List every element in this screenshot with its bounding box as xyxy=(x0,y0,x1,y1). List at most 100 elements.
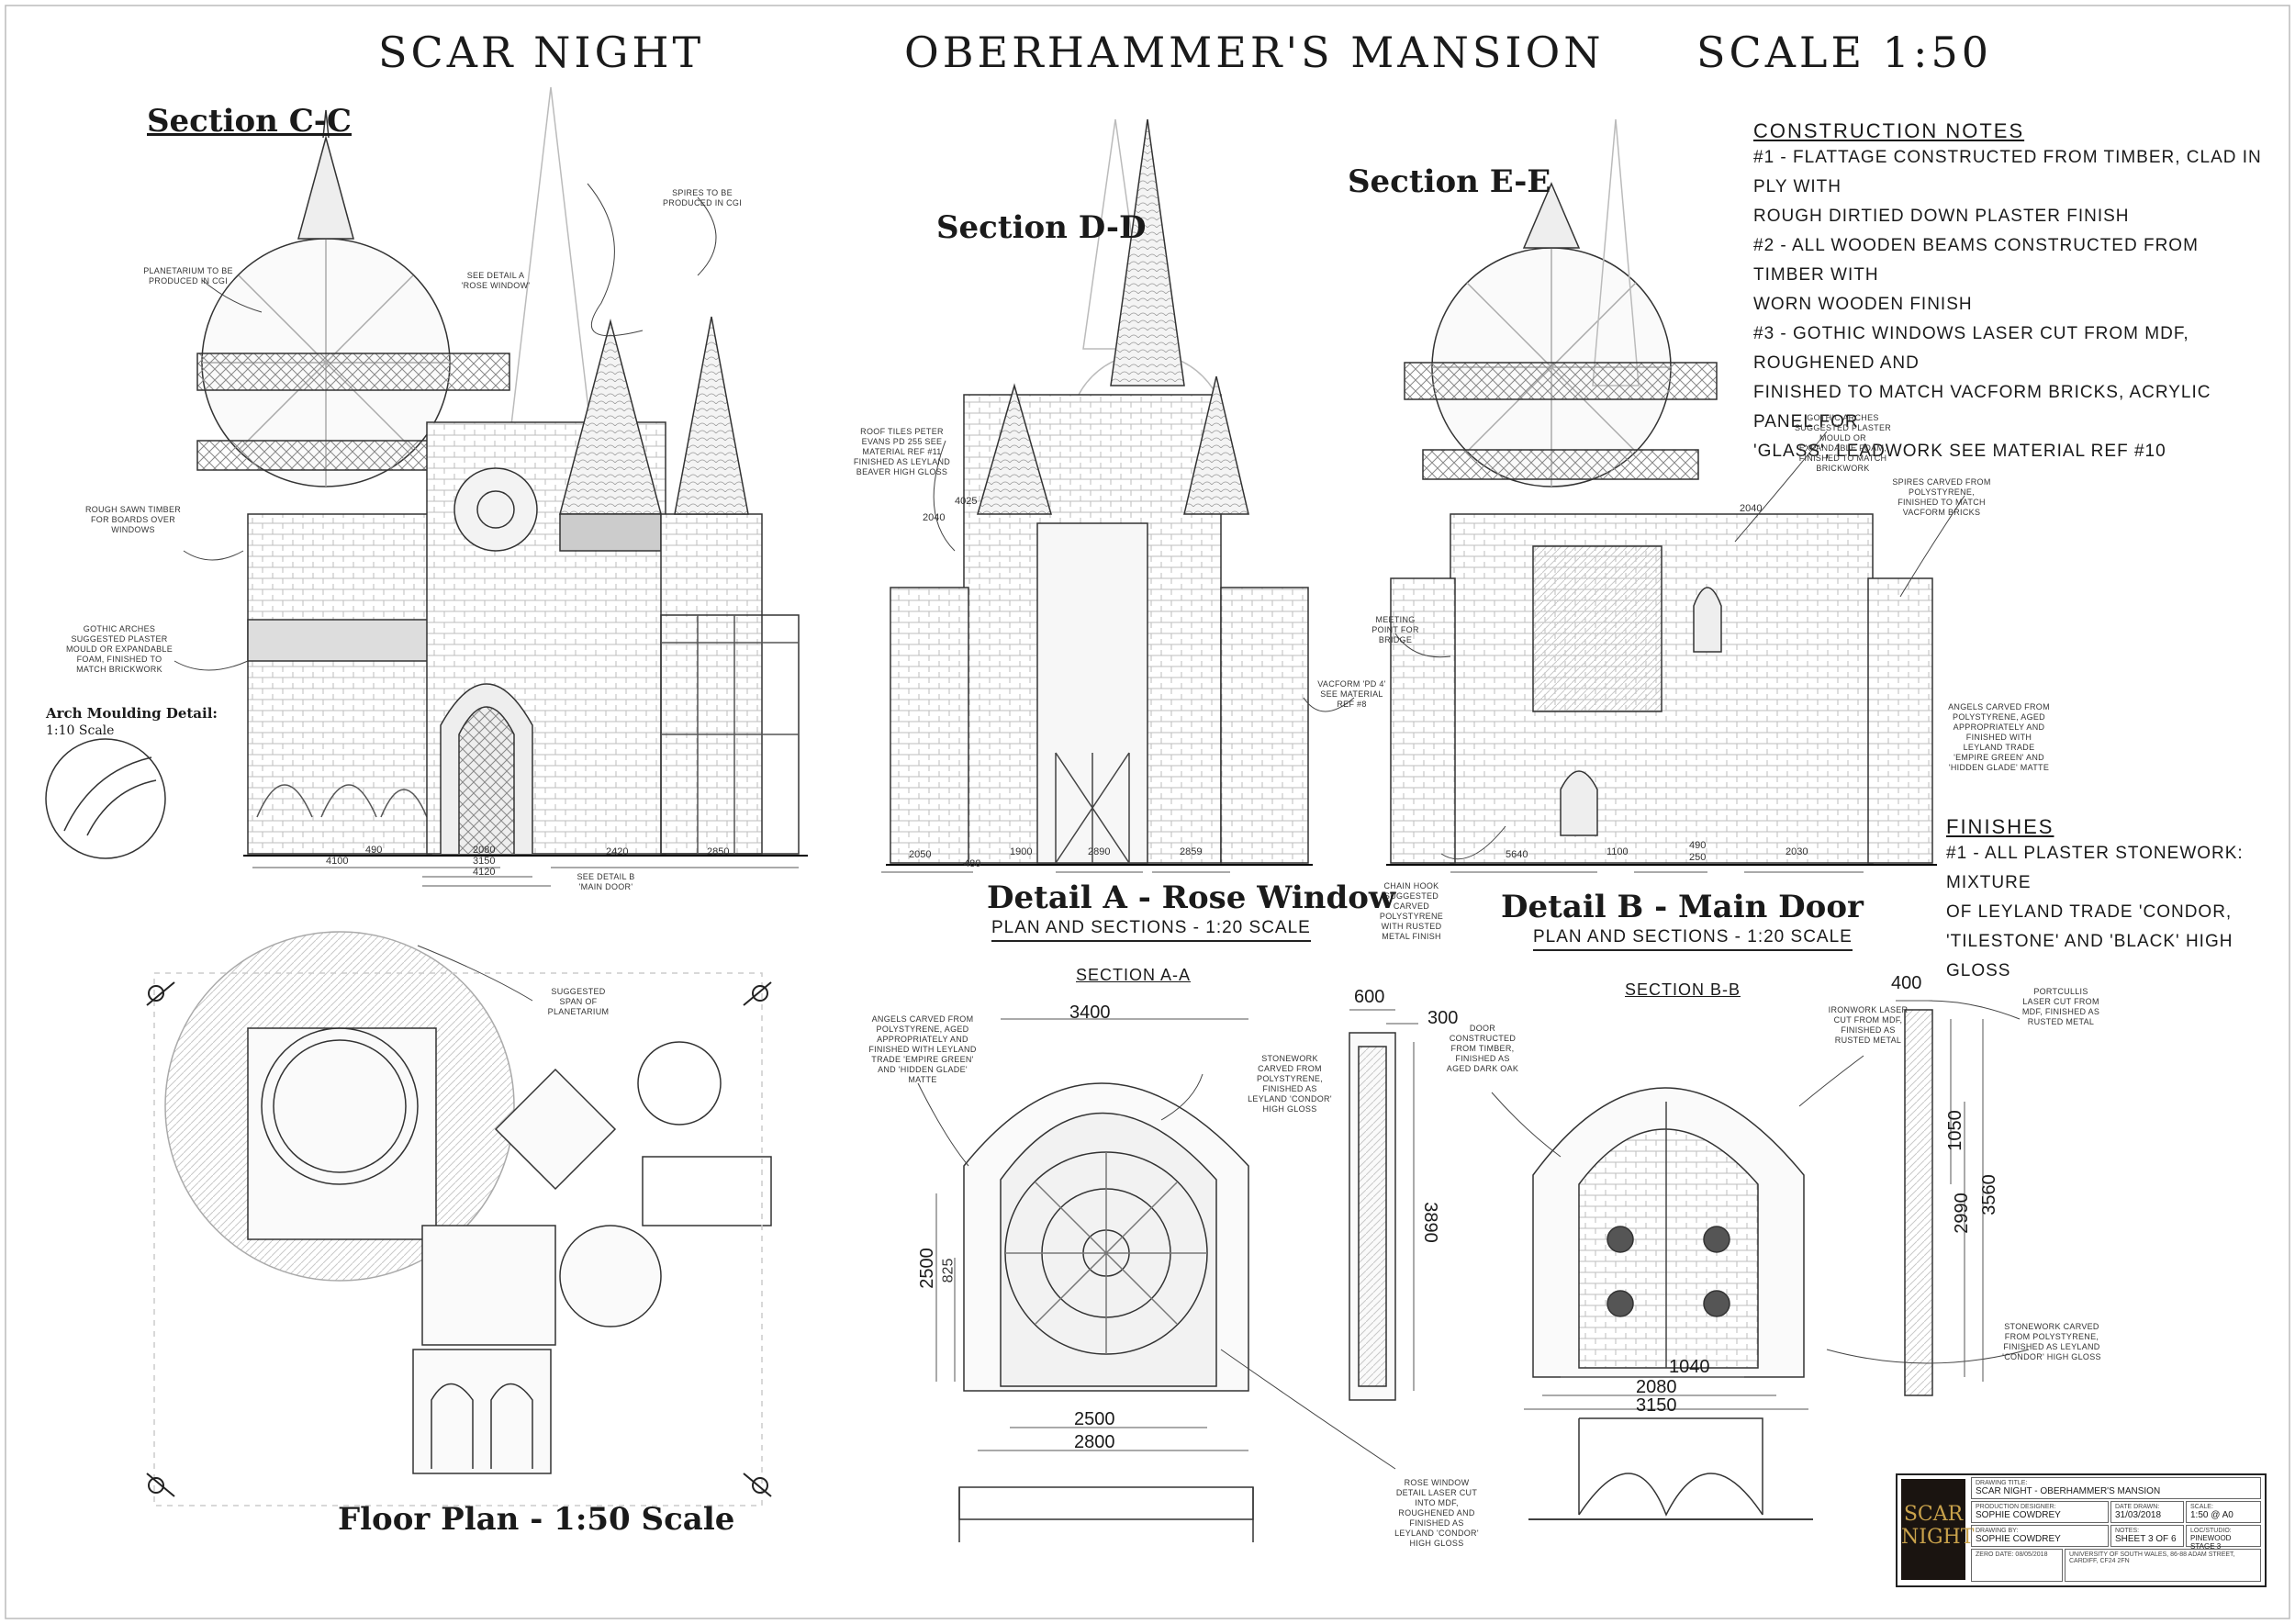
dim-rose-inner-height: 825 xyxy=(940,1258,957,1283)
annotation-angels-a: ANGELS CARVED FROM POLYSTYRENE, AGED APP… xyxy=(868,1014,977,1084)
note-line: #3 - GOTHIC WINDOWS LASER CUT FROM MDF, … xyxy=(1753,324,2189,373)
dim-label: 480 xyxy=(964,858,981,869)
annotation-planetarium: PLANETARIUM TO BE PRODUCED IN CGI xyxy=(143,266,233,286)
finish-line: OF LEYLAND TRADE 'CONDOR, xyxy=(1946,902,2233,922)
dim-label: 1900 xyxy=(1010,846,1033,857)
dim-label: 2859 xyxy=(1180,846,1203,857)
dim-label: 2040 xyxy=(923,512,946,523)
detail-b-drawing xyxy=(1528,1009,1933,1520)
section-cc-drawing xyxy=(196,86,808,857)
tb-drawing-title: DRAWING TITLE: SCAR NIGHT - OBERHAMMER'S… xyxy=(1971,1477,2261,1499)
tb-drawn-by: DRAWING BY: SOPHIE COWDREY xyxy=(1971,1525,2109,1547)
floor-plan-drawing xyxy=(153,931,772,1506)
header-center: OBERHAMMER'S MANSION xyxy=(904,28,1605,77)
section-ee-title: Section E-E xyxy=(1348,163,1551,200)
dim-label: 4100 xyxy=(326,856,349,867)
logo-line-1: SCAR xyxy=(1903,1503,1964,1526)
dim-door-h3: 3560 xyxy=(1978,1174,1999,1215)
scar-night-logo: SCAR NIGHT xyxy=(1901,1479,1975,1580)
dim-label: 3150 xyxy=(473,856,496,867)
construction-notes-heading: CONSTRUCTION NOTES xyxy=(1753,119,2025,142)
dim-label: 490 xyxy=(1689,840,1707,851)
dim-door-mid-width: 2080 xyxy=(1636,1377,1677,1397)
tb-scale: SCALE: 1:50 @ A0 xyxy=(2186,1501,2261,1523)
section-bb-label: SECTION B-B xyxy=(1625,980,1741,999)
detail-b-subtitle: PLAN AND SECTIONS - 1:20 SCALE xyxy=(1533,927,1853,951)
tb-loc: LOC/STUDIO: PINEWOOD STAGE 3 xyxy=(2186,1525,2261,1551)
annotation-chain-hook: CHAIN HOOK SUGGESTED CARVED POLYSTYRENE … xyxy=(1379,881,1444,941)
header-right: SCALE 1:50 xyxy=(1696,28,1992,77)
header-left: SCAR NIGHT xyxy=(378,28,705,77)
dim-label: 2050 xyxy=(909,849,932,860)
section-aa-label: SECTION A-A xyxy=(1076,966,1192,984)
annotation-spires: SPIRES TO BE PRODUCED IN CGI xyxy=(662,188,742,207)
tb-notes: NOTES: SHEET 3 OF 6 xyxy=(2110,1525,2184,1547)
annotation-roof-tiles: ROOF TILES PETER EVANS PD 255 SEE MATERI… xyxy=(853,427,951,476)
finish-line: #1 - ALL PLASTER STONEWORK: MIXTURE xyxy=(1946,844,2244,892)
arch-moulding-detail xyxy=(45,738,166,859)
section-dd-drawing xyxy=(886,118,1313,866)
dim-label: 4025 xyxy=(955,496,978,507)
annotation-stonework-b: STONEWORK CARVED FROM POLYSTYRENE, FINIS… xyxy=(2002,1322,2101,1361)
dim-rose-width-top: 3400 xyxy=(1069,1002,1111,1023)
finishes: FINISHES #1 - ALL PLASTER STONEWORK: MIX… xyxy=(1946,815,2277,986)
floor-plan-corner-markers xyxy=(146,981,772,1497)
note-line: #2 - ALL WOODEN BEAMS CONSTRUCTED FROM T… xyxy=(1753,236,2199,285)
dim-label: 250 xyxy=(1689,852,1707,863)
annotation-ironwork: IRONWORK LASER CUT FROM MDF, FINISHED AS… xyxy=(1828,1005,1909,1045)
annotation-main-door-ref: SEE DETAIL B 'MAIN DOOR' xyxy=(577,872,635,891)
detail-b-title: Detail B - Main Door xyxy=(1501,889,1864,925)
dim-label: 2040 xyxy=(1740,503,1763,514)
logo-line-2: NIGHT xyxy=(1901,1526,1975,1549)
dim-rose-side-height: 3890 xyxy=(1419,1202,1440,1243)
leader-lines xyxy=(174,183,2030,1470)
finish-line: 'TILESTONE' AND 'BLACK' HIGH GLOSS xyxy=(1946,932,2233,980)
dim-label: 2080 xyxy=(473,845,496,856)
dim-label: 2850 xyxy=(707,846,730,857)
annotation-stonework-a: STONEWORK CARVED FROM POLYSTYRENE, FINIS… xyxy=(1248,1054,1332,1114)
page-border xyxy=(5,5,2290,1619)
tb-zero-date: ZERO DATE: 08/05/2018 xyxy=(1971,1549,2063,1582)
section-cc-title: Section C-C xyxy=(147,103,352,140)
finishes-heading: FINISHES xyxy=(1946,815,2054,838)
detail-a-subtitle: PLAN AND SECTIONS - 1:20 SCALE xyxy=(991,918,1311,942)
annotation-planetarium-span: SUGGESTED SPAN OF PLANETARIUM xyxy=(547,987,610,1016)
title-block: SCAR NIGHT DRAWING TITLE: SCAR NIGHT - O… xyxy=(1896,1473,2267,1587)
dim-door-side-width: 400 xyxy=(1891,973,1922,993)
annotation-spires-carved: SPIRES CARVED FROM POLYSTYRENE, FINISHED… xyxy=(1892,477,1991,517)
tb-university: UNIVERSITY OF SOUTH WALES, 86-88 ADAM ST… xyxy=(2065,1549,2261,1582)
detail-a-title: Detail A - Rose Window xyxy=(987,879,1396,916)
dim-door-inner-width: 1040 xyxy=(1669,1357,1710,1377)
dim-label: 5640 xyxy=(1506,849,1528,860)
tb-date: DATE DRAWN: 31/03/2018 xyxy=(2110,1501,2184,1523)
note-line: ROUGH DIRTIED DOWN PLASTER FINISH xyxy=(1753,207,2130,226)
dim-door-h1: 1050 xyxy=(1944,1110,1965,1151)
dim-label: 2420 xyxy=(606,846,629,857)
annotation-door-constructed: DOOR CONSTRUCTED FROM TIMBER, FINISHED A… xyxy=(1446,1024,1519,1073)
dim-label: 2030 xyxy=(1786,846,1808,857)
arch-moulding-scale: 1:10 Scale xyxy=(46,723,115,738)
annotation-meeting-point: MEETING POINT FOR BRIDGE xyxy=(1371,615,1419,644)
dim-label: 2890 xyxy=(1088,846,1111,857)
section-dd-title: Section D-D xyxy=(936,209,1147,246)
detail-a-drawing xyxy=(958,1032,1396,1542)
note-line: WORN WOODEN FINISH xyxy=(1753,295,1973,314)
annotation-angels-right: ANGELS CARVED FROM POLYSTYRENE, AGED APP… xyxy=(1948,702,2050,772)
construction-notes: CONSTRUCTION NOTES #1 - FLATTAGE CONSTRU… xyxy=(1753,119,2267,466)
note-line: FINISHED TO MATCH VACFORM BRICKS, ACRYLI… xyxy=(1753,383,2211,431)
dimension-lines xyxy=(252,867,1984,1451)
dim-rose-height: 2500 xyxy=(916,1248,937,1289)
dim-rose-side-width: 600 xyxy=(1354,987,1385,1007)
tb-designer: PRODUCTION DESIGNER: SOPHIE COWDREY xyxy=(1971,1501,2109,1523)
annotation-gothic-arches-left: GOTHIC ARCHES SUGGESTED PLASTER MOULD OR… xyxy=(65,624,174,674)
section-ee-drawing xyxy=(1386,118,1937,866)
annotation-rose-ref: SEE DETAIL A 'ROSE WINDOW' xyxy=(461,271,531,290)
dim-door-h2: 2990 xyxy=(1951,1193,1972,1234)
dim-rose-side-depth: 300 xyxy=(1427,1008,1459,1028)
dim-rose-width-outer: 2800 xyxy=(1074,1432,1115,1452)
annotation-rose-detail: ROSE WINDOW DETAIL LASER CUT INTO MDF, R… xyxy=(1394,1478,1479,1548)
arch-moulding-label: Arch Moulding Detail: xyxy=(46,705,218,722)
floor-plan-title: Floor Plan - 1:50 Scale xyxy=(338,1501,735,1538)
dim-label: 1100 xyxy=(1606,846,1629,857)
